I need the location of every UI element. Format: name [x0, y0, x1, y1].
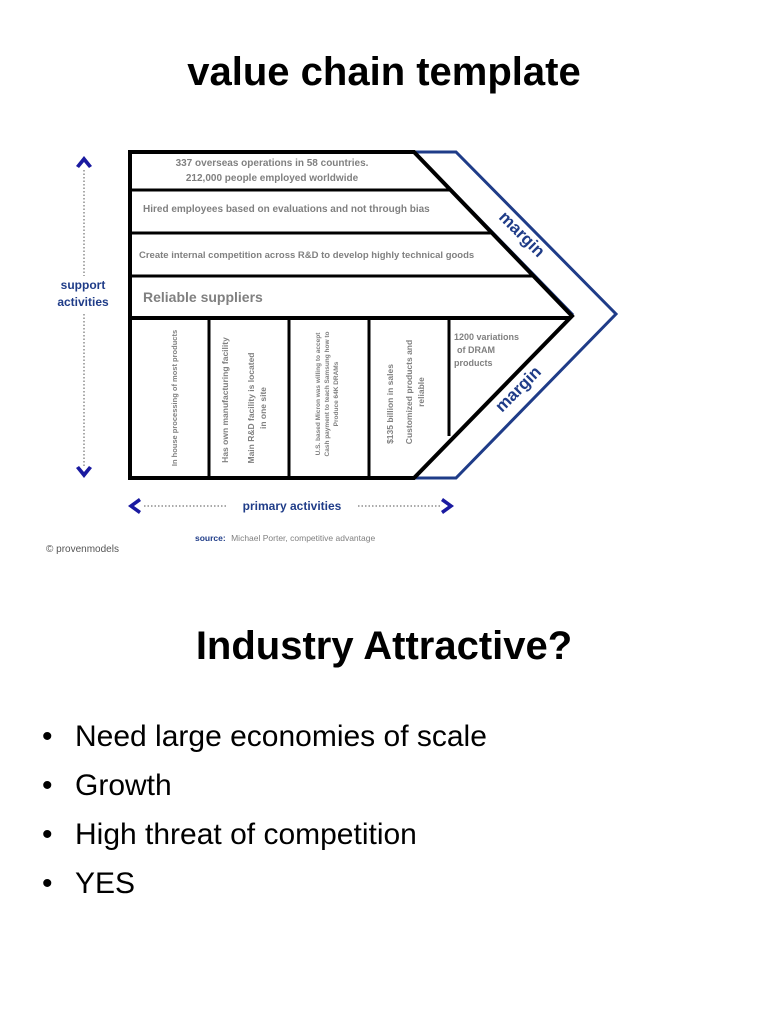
primary-col-3-line-1: U.S. based Micron was willing to accept [315, 332, 322, 456]
bullet-item: •Growth [42, 761, 487, 810]
support-row-3: Create internal competition across R&D t… [139, 250, 474, 261]
bullet-item: •YES [42, 859, 487, 908]
slide-title: value chain template [187, 50, 581, 94]
bullet-dot-icon: • [42, 720, 53, 753]
section-title: Industry Attractive? [195, 624, 573, 668]
support-label-line-1: support [61, 278, 106, 292]
value-chain-diagram: 337 overseas operations in 58 countries.… [46, 150, 619, 555]
primary-arrow-right-icon [441, 498, 454, 514]
bullet-dot-icon: • [42, 818, 53, 851]
bullet-item: •High threat of competition [42, 810, 487, 859]
bullet-dot-icon: • [42, 769, 53, 802]
support-row-2: Hired employees based on evaluations and… [143, 204, 430, 215]
primary-col-1-line-1: In house processing of most products [170, 330, 179, 466]
bullet-list: •Need large economies of scale •Growth •… [42, 712, 487, 908]
support-label-line-2: activities [57, 295, 109, 309]
primary-col-2-line-1: Has own manufacturing facility [220, 337, 230, 463]
support-row-1-line-2: 212,000 people employed worldwide [186, 173, 359, 184]
primary-col-2-line-2: Main R&D facility is located [246, 353, 256, 464]
support-arrow-down-icon [76, 466, 92, 478]
primary-arrow-left-icon [128, 498, 141, 514]
bullet-dot-icon: • [42, 867, 53, 900]
primary-col-2-line-3: in one site [258, 387, 268, 429]
primary-label: primary activities [243, 499, 342, 513]
primary-col-4-line-1: $135 billion in sales [385, 364, 395, 444]
primary-col-4-line-2: Customized products and [404, 340, 414, 444]
primary-col-4-line-3: reliable [416, 377, 426, 407]
source-line: source: Michael Porter, competitive adva… [195, 533, 375, 543]
support-row-4: Reliable suppliers [143, 289, 263, 305]
copyright: © provenmodels [46, 544, 119, 555]
primary-col-3-line-3: Produce 64K DRAMs [333, 361, 340, 426]
margin-column-text: 1200 variations of DRAM products [454, 332, 522, 368]
support-row-1-line-1: 337 overseas operations in 58 countries. [176, 158, 369, 169]
primary-col-3-line-2: Cash payment to teach Samsung how to [324, 331, 331, 456]
bullet-item: •Need large economies of scale [42, 712, 487, 761]
support-arrow-up-icon [76, 156, 92, 168]
